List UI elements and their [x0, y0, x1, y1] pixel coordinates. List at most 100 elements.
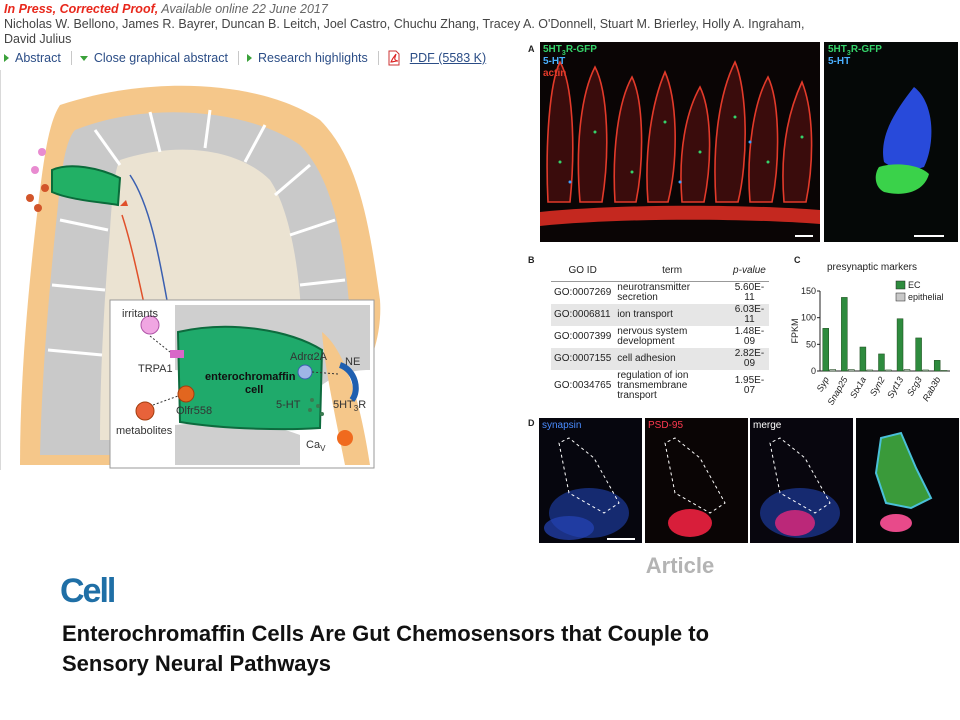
author-list: Nicholas W. Bellono, James R. Bayrer, Du… — [4, 17, 805, 46]
irritants-label: irritants — [122, 308, 159, 320]
collapse-arrow-icon — [79, 55, 88, 61]
bar-epithelial — [885, 369, 892, 372]
term-cell: cell adhesion — [614, 347, 730, 370]
legend-swatch — [895, 280, 906, 290]
go-id-cell: GO:0034765 — [554, 379, 612, 391]
table-row: GO:0034765 regulation of ion transmembran… — [551, 370, 769, 402]
metabolite-molecule — [41, 184, 49, 192]
in-press-label: In Press, Corrected Proof, — [4, 2, 159, 16]
trpa1-channel-icon — [170, 350, 184, 358]
nav-divider — [70, 51, 72, 65]
bar-epithelial — [829, 369, 836, 372]
bar-epithelial — [848, 369, 855, 372]
pdf-download-link[interactable]: PDF (5583 K) — [385, 50, 494, 66]
5ht3r-receptor-icon — [337, 430, 353, 446]
ne-terminal-icon — [338, 362, 359, 402]
abstract-link[interactable]: Abstract — [2, 51, 69, 65]
bar-epithelial — [940, 370, 948, 372]
go-id-cell: GO:0007399 — [554, 330, 612, 342]
adra2a-label: Adrα2A — [290, 351, 328, 363]
nav-divider — [377, 51, 379, 65]
merge-label: merge — [753, 420, 782, 431]
expand-arrow-icon — [246, 54, 252, 62]
metabolite-molecule — [26, 194, 34, 202]
enterochromaffin-cell — [176, 325, 324, 431]
olfr558-label: Olfr558 — [176, 405, 212, 417]
villi-image — [540, 60, 820, 237]
legend-label: epithelial — [908, 292, 944, 302]
graphical-abstract-frame — [0, 70, 534, 470]
presynaptic-markers-chart: presynaptic markers050100150FPKMSypSnap2… — [790, 262, 950, 407]
metabolite-molecule — [34, 204, 42, 212]
bar-ec — [859, 346, 867, 372]
research-highlights-link[interactable]: Research highlights — [245, 51, 376, 65]
table-header-row: GO ID term p-value — [551, 261, 769, 282]
x-tick-label: Rab3b — [921, 375, 943, 403]
metabolite-sphere — [135, 401, 155, 421]
nav-divider — [237, 51, 239, 65]
pdf-label: PDF (5583 K) — [409, 51, 487, 65]
col-go-id: GO ID — [551, 261, 615, 282]
panel-b-letter: B — [528, 255, 535, 265]
graphical-abstract: irritants TRPA1 Olfr558 metabolites ente… — [20, 85, 381, 469]
nerve-terminal-red — [120, 200, 128, 206]
a-label-5ht: 5-HT — [543, 56, 566, 67]
inset-neighbor-cell-lower — [175, 422, 300, 465]
chart-title: presynaptic markers — [827, 262, 917, 273]
col-term: term — [614, 261, 730, 282]
villi-micrograph: 5HT3R-GFP 5-HT actin — [540, 42, 820, 242]
y-tick-label: 150 — [801, 286, 816, 296]
a2-label-5ht: 5-HT — [828, 56, 851, 67]
go-id-cell: GO:0007269 — [554, 286, 612, 298]
expand-arrow-icon — [4, 54, 9, 62]
panel-a-letter: A — [528, 44, 535, 54]
p-value-cell: 6.03E-11 — [729, 303, 769, 326]
irritant-sphere — [140, 315, 160, 335]
go-enrichment-table: GO ID term p-value GO:0007269 neurotransm… — [551, 261, 769, 402]
abstract-label: Abstract — [15, 51, 61, 65]
x-tick-label: Stx1a — [848, 375, 868, 400]
ec-cell-label-2: cell — [245, 384, 263, 396]
research-highlights-label: Research highlights — [257, 51, 368, 65]
cav-label: CaV — [306, 439, 326, 453]
bar-ec — [878, 353, 885, 372]
ec-cell-image — [875, 87, 944, 237]
adra2a-receptor-icon — [297, 364, 313, 380]
panel-d-letter: D — [528, 418, 535, 428]
a-label-gfp: 5HT3R-GFP — [543, 44, 597, 57]
bar-ec — [841, 297, 848, 372]
pdf-icon — [388, 50, 400, 66]
a-label-actin: actin — [543, 68, 567, 79]
enterochromaffin-cell-upper — [51, 165, 122, 207]
bar-epithelial — [866, 369, 874, 372]
metabolites-label: metabolites — [116, 425, 173, 437]
bar-ec — [933, 360, 941, 372]
a2-label-gfp: 5HT3R-GFP — [828, 44, 882, 57]
bar-ec — [822, 328, 829, 372]
irritant-molecule — [31, 166, 39, 174]
y-tick-label: 100 — [801, 313, 816, 323]
p-value-cell: 2.82E-09 — [729, 347, 769, 370]
close-graphical-abstract-label: Close graphical abstract — [93, 51, 228, 65]
y-axis-label: FPKM — [790, 318, 800, 343]
ne-label: NE — [345, 356, 360, 368]
bar-epithelial — [903, 369, 911, 372]
cell-journal-logo: Cell — [60, 572, 116, 610]
5ht3r-label: 5HT3R — [333, 399, 366, 413]
olfr558-receptor-icon — [177, 385, 195, 403]
x-tick-label: Scg3 — [905, 375, 924, 398]
legend-swatch — [895, 292, 906, 302]
term-cell: ion transport — [614, 303, 730, 326]
term-cell: neurotransmitter secretion — [617, 281, 691, 303]
x-tick-label: Syn2 — [868, 375, 887, 398]
term-cell: regulation of ion transmembrane transpor… — [617, 369, 689, 401]
term-cell: nervous system development — [617, 325, 688, 347]
bar-epithelial — [922, 369, 929, 372]
psd95-micrograph: PSD-95 — [645, 418, 748, 543]
bar-ec — [896, 318, 904, 372]
ec-cell-micrograph: 5HT3R-GFP 5-HT — [824, 42, 958, 242]
close-graphical-abstract-link[interactable]: Close graphical abstract — [78, 51, 236, 65]
inset-nerve — [322, 332, 370, 465]
